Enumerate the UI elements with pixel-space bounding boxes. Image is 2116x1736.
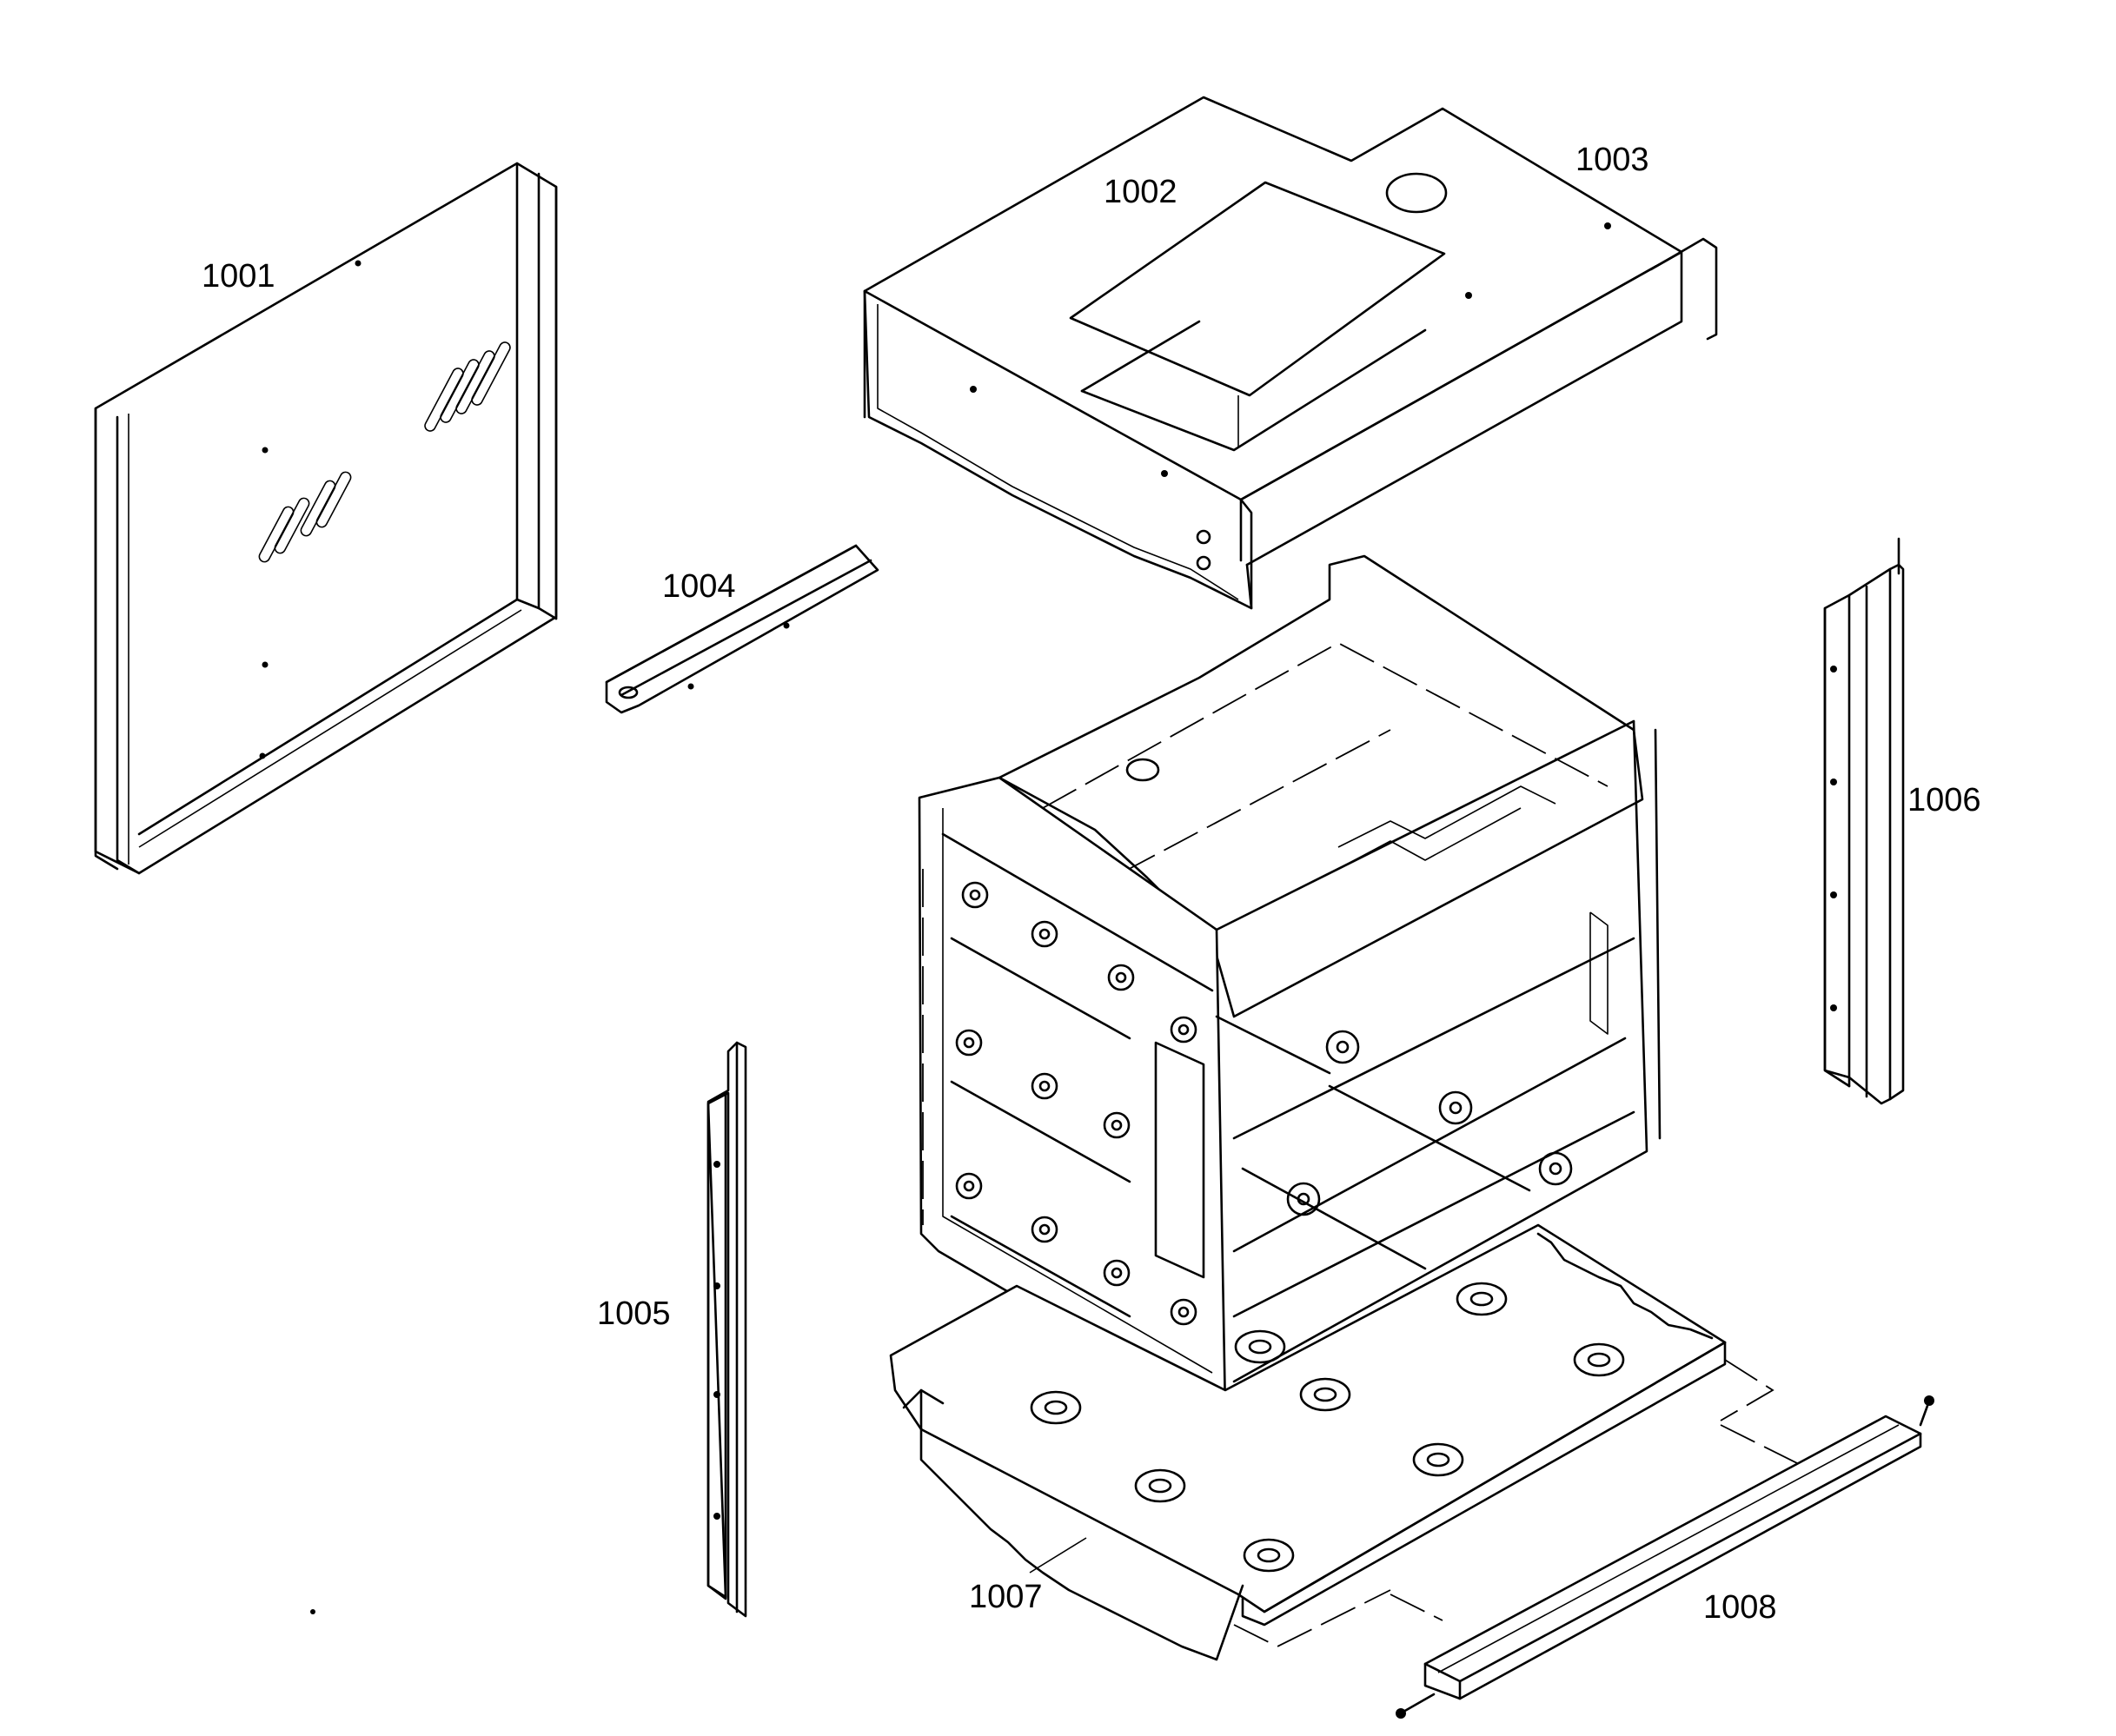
part-1001-louvers-center xyxy=(258,471,352,563)
label-1007: 1007 xyxy=(969,1579,1043,1615)
part-1008-trim-strip xyxy=(1396,1395,1934,1719)
part-1001-side-panel xyxy=(94,162,558,875)
tray-pads xyxy=(1030,1282,1625,1573)
part-1001-louvers-upper xyxy=(424,341,511,432)
part-1005-vertical-rail xyxy=(706,1041,747,1618)
part-1006-vertical-rail xyxy=(1823,537,1905,1105)
stray-dot xyxy=(310,1609,315,1614)
label-1006: 1006 xyxy=(1907,782,1981,818)
leader-line-1007 xyxy=(1029,1537,1087,1574)
label-1008: 1008 xyxy=(1703,1589,1777,1626)
part-1003-top-cover xyxy=(863,96,1718,610)
label-1004: 1004 xyxy=(662,568,736,605)
main-cavity-frame xyxy=(918,554,1662,1414)
front-face-weld-spots xyxy=(955,881,1197,1326)
label-1002: 1002 xyxy=(1104,174,1177,210)
label-1003: 1003 xyxy=(1575,142,1649,178)
part-1007-bottom-tray xyxy=(889,1223,1826,1661)
floor-weld-spots xyxy=(1286,1030,1573,1216)
part-1004-bracket xyxy=(605,544,879,714)
label-1005: 1005 xyxy=(597,1295,671,1332)
label-1001: 1001 xyxy=(202,258,275,295)
part-1002-plate xyxy=(1069,181,1446,452)
